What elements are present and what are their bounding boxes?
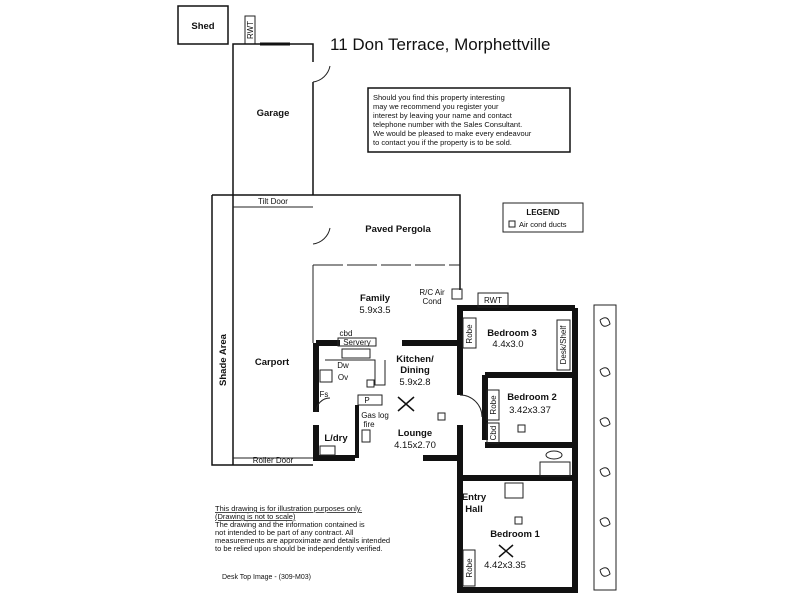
kitchen-size: 5.9x2.8	[399, 377, 430, 388]
legend-box	[502, 202, 584, 233]
fireplace-icon	[361, 429, 371, 443]
svg-text:interest by leaving your name: interest by leaving your name and contac…	[373, 111, 513, 120]
tilt-door-label: Tilt Door	[258, 197, 288, 206]
bedroom3-label: Bedroom 3	[487, 328, 537, 339]
svg-text:to be relied upon should be in: to be relied upon should be independentl…	[215, 544, 383, 553]
gas-log-label-2: fire	[363, 420, 375, 429]
entry-label: Entry	[462, 492, 487, 503]
air-cond-unit	[451, 288, 463, 300]
bedroom2-size: 3.42x3.37	[509, 405, 551, 416]
disclaimer: This drawing is for illustration purpose…	[215, 504, 390, 553]
garage-walls	[232, 43, 314, 195]
rc-air-label: R/C Air	[419, 288, 445, 297]
shed-label: Shed	[191, 21, 214, 32]
ov-label: Ov	[338, 373, 348, 382]
basin-icon	[545, 450, 563, 460]
svg-text:measurements are approximate a: measurements are approximate and details…	[215, 536, 390, 545]
fs-label: Fs	[320, 390, 329, 399]
rwt-right-label: RWT	[484, 296, 502, 305]
svg-text:(Drawing is not to scale): (Drawing is not to scale)	[215, 512, 296, 521]
bedroom1-size: 4.42x3.35	[484, 560, 526, 571]
svg-text:This drawing is for illustrati: This drawing is for illustration purpose…	[215, 504, 362, 513]
legend-item: Air cond ducts	[519, 220, 567, 229]
sink-icon	[341, 348, 371, 359]
carport-outline	[211, 194, 313, 466]
servery-label: Servery	[343, 338, 371, 347]
cbd-label: cbd	[340, 329, 353, 338]
entry-label-2: Hall	[465, 504, 482, 515]
ceiling-fan-icon	[498, 544, 514, 558]
robe-label-2: Robe	[489, 395, 498, 415]
air-duct-icon	[366, 379, 375, 388]
ceiling-fan-icon	[397, 396, 415, 412]
lounge-size: 4.15x2.70	[394, 440, 436, 451]
shade-area-label: Shade Area	[218, 333, 229, 386]
garage-door-swing	[312, 65, 331, 83]
desk-shelf-label: Desk/Shelf	[559, 325, 568, 364]
cbd-label-2: Cbd	[489, 426, 498, 441]
house-walls	[313, 305, 578, 593]
svg-text:to contact you if the property: to contact you if the property is to be …	[373, 138, 512, 147]
bedroom3-size: 4.4x3.0	[492, 339, 523, 350]
footer-code: Desk Top Image - (309-M03)	[222, 574, 311, 581]
svg-text:not intended to be part of any: not intended to be part of any contract.…	[215, 528, 354, 537]
air-duct-icon	[437, 412, 446, 421]
bath-icon	[539, 461, 571, 477]
roller-door-label: Roller Door	[253, 456, 294, 465]
svg-text:The drawing and the informatio: The drawing and the information containe…	[215, 520, 365, 529]
page-title: 11 Don Terrace, Morphettville	[330, 35, 550, 54]
carport-label: Carport	[255, 357, 290, 368]
svg-text:Should you find this property: Should you find this property interestin…	[373, 93, 505, 102]
gas-log-label: Gas log	[361, 411, 389, 420]
air-duct-icon	[514, 516, 523, 525]
pergola-label: Paved Pergola	[365, 224, 431, 235]
robe-label-3: Robe	[465, 558, 474, 578]
svg-text:may we recommend you register: may we recommend you register your	[373, 102, 499, 111]
air-duct-icon	[508, 220, 516, 228]
bedroom1-label: Bedroom 1	[490, 529, 540, 540]
robe-label: Robe	[465, 324, 474, 344]
pergola-outline	[313, 194, 461, 290]
rc-air-label-2: Cond	[422, 297, 441, 306]
bedroom2-label: Bedroom 2	[507, 392, 557, 403]
pantry-label: P	[364, 396, 369, 405]
svg-text:We would be pleased to make ev: We would be pleased to make every endeav…	[373, 129, 532, 138]
shower-icon	[504, 482, 524, 499]
tree-hedge-icon	[593, 304, 617, 591]
garage-label: Garage	[257, 108, 290, 119]
family-size: 5.9x3.5	[359, 305, 390, 316]
notice-text: Should you find this property interestin…	[373, 93, 532, 147]
rwt-top-label: RWT	[246, 21, 255, 39]
svg-text:telephone number with the Sale: telephone number with the Sales Consulta…	[373, 120, 522, 129]
trough-icon	[319, 445, 336, 456]
family-label: Family	[360, 293, 391, 304]
notice-box	[367, 87, 571, 153]
legend-title: LEGEND	[526, 208, 560, 217]
kitchen-label: Kitchen/	[396, 354, 434, 365]
dw-label: Dw	[337, 361, 349, 370]
kitchen-label-2: Dining	[400, 365, 430, 376]
air-duct-icon	[517, 424, 526, 433]
cooktop-icon	[319, 369, 333, 383]
lounge-label: Lounge	[398, 428, 432, 439]
laundry-label: L/dry	[324, 433, 348, 444]
shed-outline	[177, 5, 229, 45]
